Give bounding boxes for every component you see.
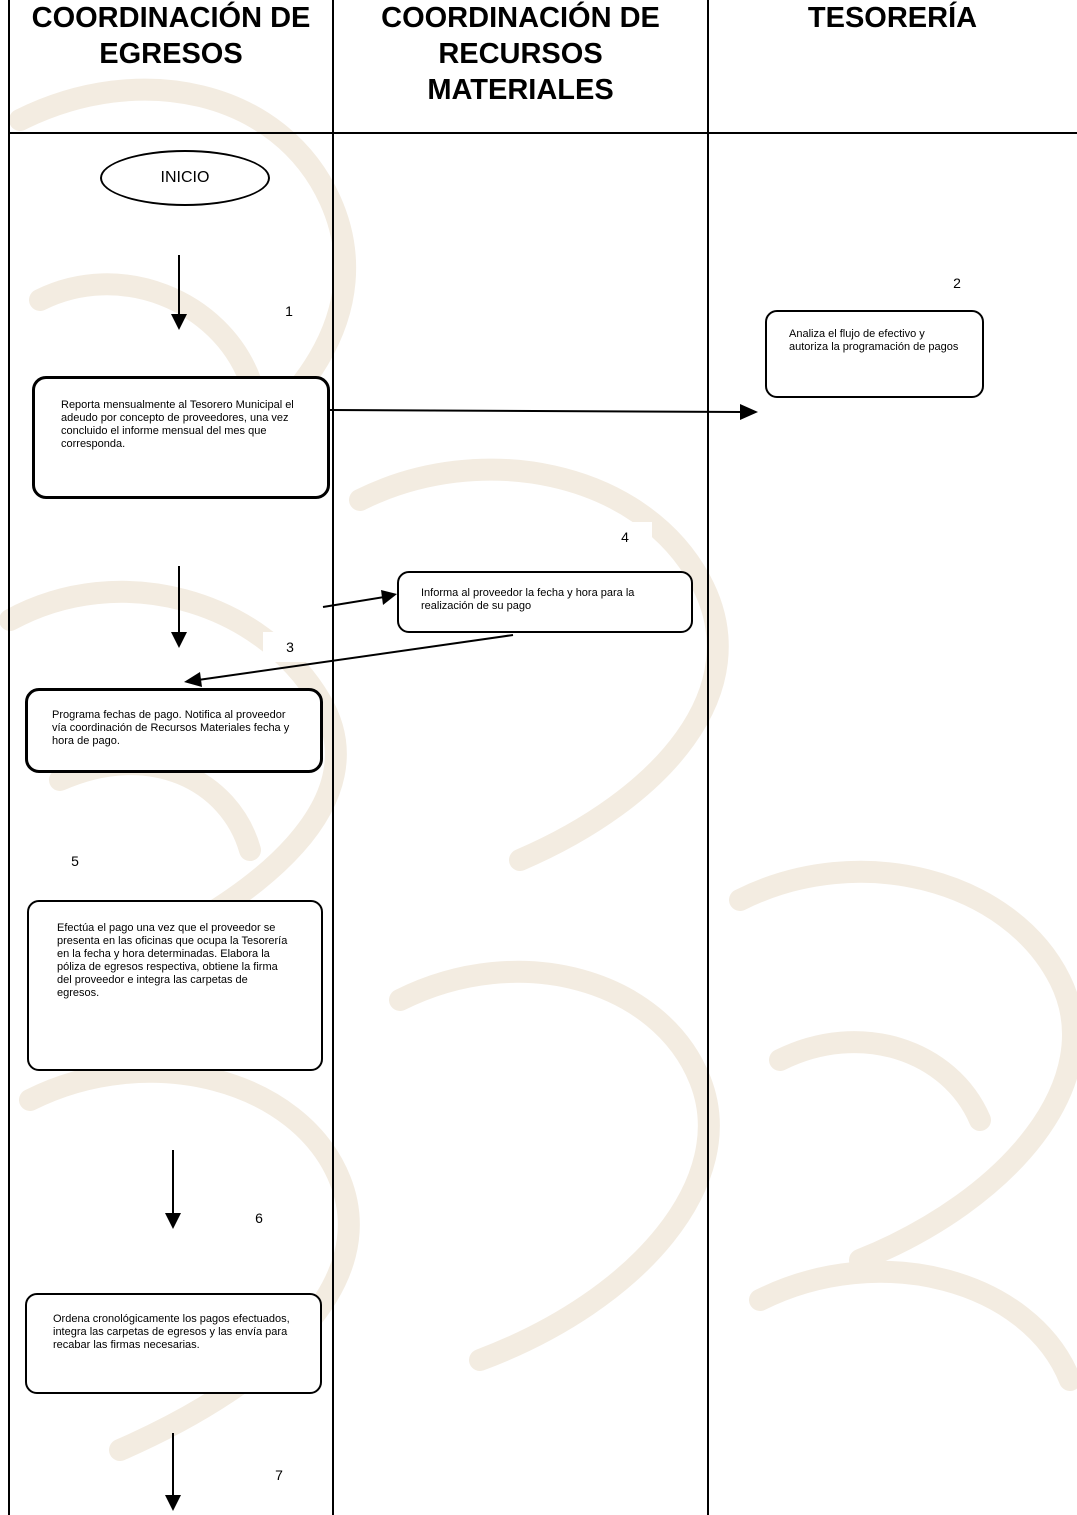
start-label: INICIO — [160, 169, 210, 186]
step-3-text: Programa fechas de pago. Notifica al pro… — [52, 709, 290, 747]
start-terminator: INICIO — [100, 150, 270, 206]
step-number-1: 1 — [262, 296, 316, 326]
process-box-step-1: Reporta mensualmente al Tesorero Municip… — [32, 376, 330, 499]
step-2-text: Analiza el flujo de efectivo y autoriza … — [789, 328, 959, 353]
step-number-2: 2 — [930, 268, 984, 298]
arrowhead-down-2 — [171, 632, 187, 648]
process-box-step-2: Analiza el flujo de efectivo y autoriza … — [765, 310, 984, 398]
arrow-4-to-3 — [197, 634, 514, 681]
arrow-to-4 — [322, 596, 385, 608]
step-1-text: Reporta mensualmente al Tesorero Municip… — [61, 399, 294, 450]
step-4-text: Informa al proveedor la fecha y hora par… — [421, 587, 635, 612]
column-header-recursos-materiales: COORDINACIÓN DE RECURSOS MATERIALES — [381, 2, 660, 106]
arrowhead-1 — [171, 314, 187, 330]
step-number-3: 3 — [263, 632, 317, 662]
step-number-4: 4 — [598, 522, 652, 552]
process-box-step-3: Programa fechas de pago. Notifica al pro… — [25, 688, 323, 773]
column-header-egresos: COORDINACIÓN DE EGRESOS — [31, 2, 311, 70]
arrowhead-4-to-3 — [184, 672, 202, 687]
arrowhead-1-to-2 — [740, 404, 758, 420]
step-5-text: Efectúa el pago una vez que el proveedor… — [57, 922, 288, 999]
column-header-tesoreria: TESORERÍA — [807, 2, 978, 34]
step-number-5: 5 — [48, 846, 102, 876]
process-box-step-4: Informa al proveedor la fecha y hora par… — [397, 571, 693, 633]
process-box-step-5: Efectúa el pago una vez que el proveedor… — [27, 900, 323, 1071]
step-number-7: 7 — [252, 1460, 306, 1490]
arrowhead-6 — [165, 1213, 181, 1229]
arrow-1-to-2 — [329, 409, 743, 413]
arrowhead-to-4 — [381, 590, 397, 605]
step-6-text: Ordena cronológicamente los pagos efectu… — [53, 1313, 290, 1351]
step-number-6: 6 — [232, 1203, 286, 1233]
arrowhead-7 — [165, 1495, 181, 1511]
process-box-step-6: Ordena cronológicamente los pagos efectu… — [25, 1293, 322, 1394]
